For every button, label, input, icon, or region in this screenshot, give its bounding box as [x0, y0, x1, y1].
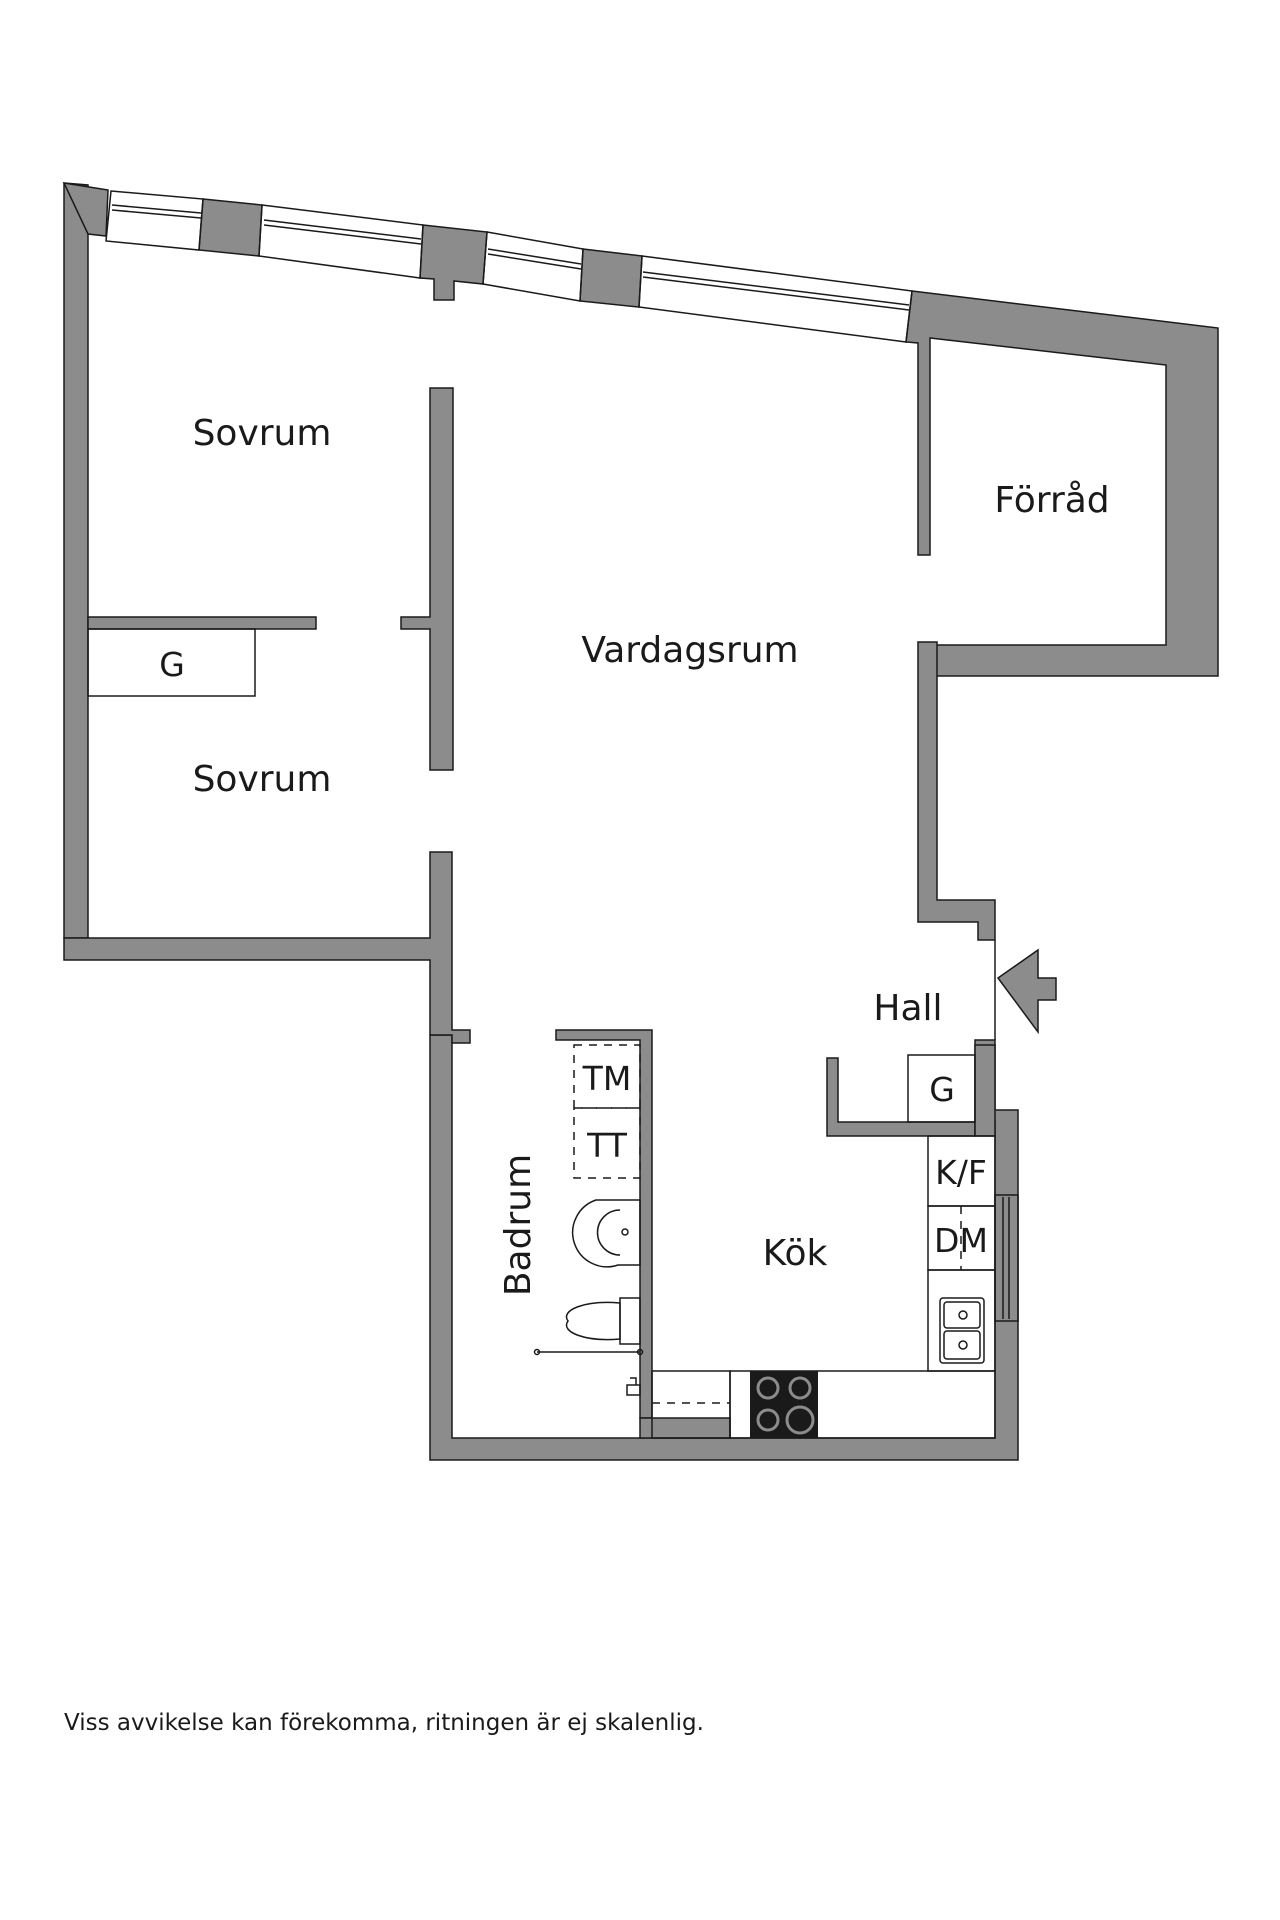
window-4 — [638, 255, 913, 343]
sink-counter — [927, 1269, 996, 1372]
tumble-dryer-box — [573, 1107, 641, 1179]
walls — [62, 182, 1219, 1461]
room-label-kitchen: Kök — [763, 1233, 828, 1274]
shower-head-icon — [626, 1377, 641, 1396]
label-wardrobe-bedroom: G — [159, 645, 185, 684]
washing-machine-box — [573, 1044, 641, 1109]
wall-pier-2 — [419, 224, 488, 301]
room-label-bedroom-bottom: Sovrum — [193, 759, 332, 800]
label-dishwasher: DM — [934, 1221, 988, 1260]
room-label-storage: Förråd — [994, 480, 1109, 521]
wall-bedroom-bottom — [63, 851, 471, 1044]
toilet-icon — [619, 1297, 641, 1345]
wall-pier-1 — [198, 198, 263, 257]
wall-hall-east — [917, 641, 996, 941]
wall-central-top — [400, 387, 454, 771]
wardrobe-hall — [907, 1054, 976, 1123]
wall-left — [63, 182, 89, 939]
label-tumble-dryer: TT — [586, 1126, 628, 1165]
room-label-bathroom: Badrum — [498, 1154, 539, 1296]
window-3 — [482, 231, 584, 302]
wall-pier-3 — [579, 248, 643, 308]
sink-icon — [939, 1297, 985, 1364]
room-label-bedroom-top: Sovrum — [193, 413, 332, 454]
wardrobe-bedroom — [87, 628, 256, 697]
label-fridge-freezer: K/F — [935, 1153, 987, 1192]
fixture-labels: G G TM TT K/F DM — [159, 645, 988, 1260]
window-1 — [105, 190, 204, 251]
room-label-hall: Hall — [873, 988, 942, 1029]
disclaimer-text: Viss avvikelse kan förekomma, ritningen … — [64, 1710, 704, 1736]
bath-sink-icon — [571, 1199, 641, 1268]
wall-bedroom-divider — [87, 616, 317, 630]
windows — [105, 190, 1019, 1322]
window-2 — [258, 204, 424, 279]
room-labels: Sovrum Sovrum Vardagsrum Förråd Hall Kök… — [193, 413, 1110, 1296]
label-washing-machine: TM — [582, 1059, 632, 1098]
wall-bathroom-bottom — [639, 1417, 731, 1439]
wall-top-right — [905, 290, 1219, 677]
wall-hall-pier — [974, 1044, 996, 1137]
label-wardrobe-hall: G — [929, 1070, 955, 1109]
fixtures — [87, 628, 996, 1439]
entrance-arrow-icon — [996, 948, 1057, 1035]
room-label-living-room: Vardagsrum — [581, 630, 798, 671]
